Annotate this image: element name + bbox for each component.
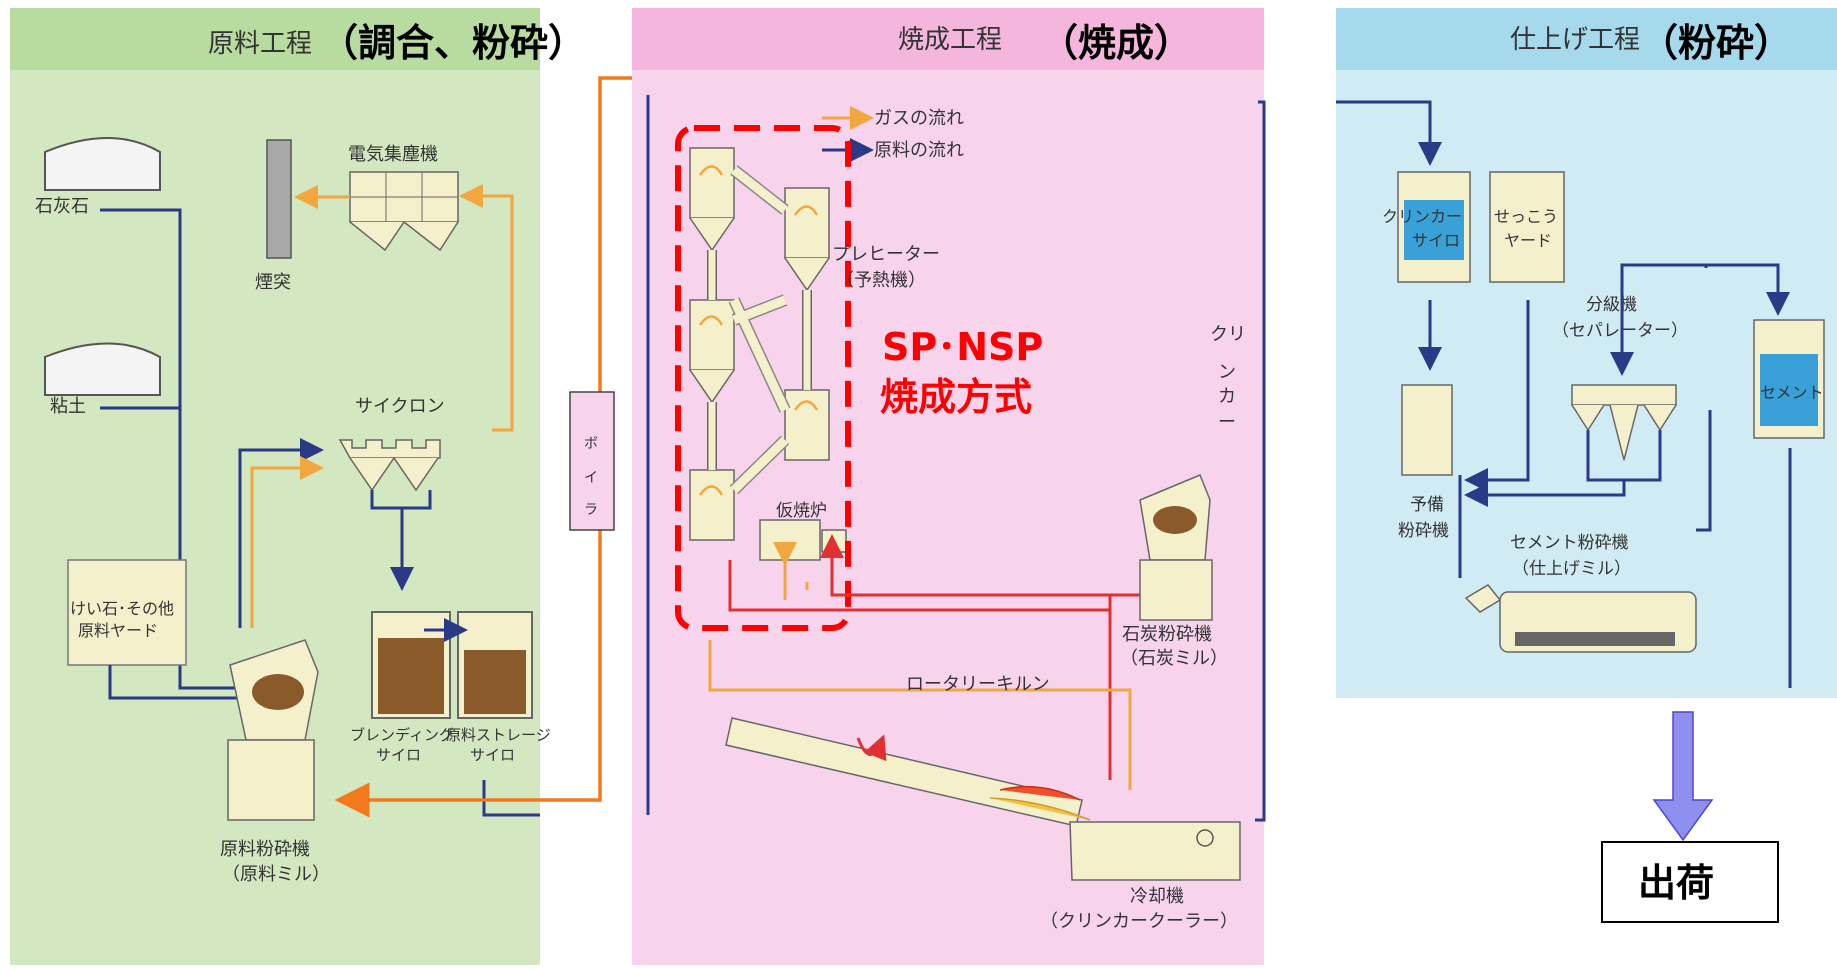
electrostatic-grid <box>350 172 458 222</box>
blending-silo-fill <box>378 638 444 714</box>
limestone-label: 石灰石 <box>35 196 89 217</box>
boiler-box <box>569 391 615 531</box>
raw-panel-title-note: （調合、粉砕） <box>320 21 586 65</box>
finishmill-label-line2: （仕上げミル） <box>1512 559 1631 579</box>
clinker-silo-label-line1: クリンカー <box>1382 207 1462 226</box>
limestone-flow <box>100 208 270 690</box>
separator-to-cement <box>1676 263 1790 316</box>
preheater-label-line2: （予熱機） <box>836 270 926 291</box>
raw-mill-label-line1: 原料粉砕機 <box>220 839 310 860</box>
premill-label-line2: 粉砕機 <box>1398 521 1449 541</box>
chimney-shape <box>266 139 292 259</box>
boiler-char-1: ボ <box>584 436 598 452</box>
shipping-box <box>1601 841 1779 923</box>
separator-top <box>1571 384 1677 406</box>
finish-panel-title: 仕上げ工程 <box>1510 25 1640 55</box>
rotary-kiln <box>725 717 1091 827</box>
finishmill-to-separator <box>1696 410 1712 532</box>
cooler-body <box>1069 821 1241 881</box>
clay-label: 粘土 <box>50 396 86 417</box>
finish-panel-header <box>1336 8 1837 70</box>
silica-flow <box>108 665 266 710</box>
kiln-rotation-arrow <box>856 734 887 762</box>
preheater-label-line1: プレヒーター <box>832 244 940 265</box>
raw-panel-header <box>10 8 540 70</box>
cyclone-label: サイクロン <box>355 396 445 417</box>
raw-mill-charge <box>252 674 304 710</box>
electrostatic-hoppers <box>349 220 459 252</box>
clinker-vert-3: カ <box>1218 386 1236 407</box>
kiln-label: ロータリーキルン <box>906 674 1050 695</box>
premill-label-line1: 予備 <box>1410 495 1444 515</box>
limestone-tank <box>44 137 161 191</box>
coal-to-calciner <box>820 534 1140 597</box>
clinker-vert-4: ー <box>1218 412 1236 433</box>
silica-yard-box <box>67 559 187 666</box>
separator-label-line2: （セパレーター） <box>1552 321 1688 341</box>
gypsum-label-line2: ヤード <box>1504 231 1552 250</box>
shipping-arrow-icon <box>1652 711 1714 842</box>
sp-nsp-label-line1: SP･NSP <box>882 325 1043 369</box>
silica-label-line1: けい石･その他 <box>70 599 174 618</box>
finish-mill <box>1464 584 1697 653</box>
raw-mill-label-line2: （原料ミル） <box>222 864 330 885</box>
cement-silo-fill <box>1760 354 1818 426</box>
cyclone-top <box>338 439 441 459</box>
blending-label-line1: ブレンディング <box>350 726 454 744</box>
cement-label: セメント <box>1760 383 1824 402</box>
gypsum-label-line1: せっこう <box>1494 207 1558 226</box>
boiler-char-3: ラ <box>584 502 598 518</box>
blending-label-line2: サイロ <box>376 746 421 764</box>
cooler-label-line1: 冷却機 <box>1130 886 1184 907</box>
sp-nsp-label-line2: 焼成方式 <box>880 375 1032 419</box>
coal-mill-base <box>1139 559 1213 621</box>
clinker-vert-2: ン <box>1218 362 1236 383</box>
gypsum-yard <box>1489 171 1565 283</box>
legend-raw-label: 原料の流れ <box>874 140 964 161</box>
cyclone-cones <box>349 456 439 492</box>
clinker-in-flow <box>1336 100 1442 166</box>
mill-to-cyclone-gas <box>250 456 324 628</box>
storage-label-line2: サイロ <box>470 746 515 764</box>
firing-panel-header <box>632 8 1264 70</box>
coal-red-line-2 <box>728 560 1110 612</box>
firing-panel-title: 焼成工程 <box>898 25 1002 55</box>
calciner-label: 仮焼炉 <box>776 501 827 521</box>
clinker-silo-fill <box>1404 200 1464 260</box>
coal-mill-label-line1: 石炭粉砕機 <box>1122 624 1212 645</box>
legend-gas-label: ガスの流れ <box>874 108 964 129</box>
electrostatic-label: 電気集塵機 <box>348 144 438 165</box>
gas-to-precipitator <box>459 184 514 432</box>
clay-tank <box>44 342 161 396</box>
boiler-char-2: イ <box>584 470 598 486</box>
separator-to-mill <box>1464 480 1626 507</box>
clinker-vert-1: クリ <box>1210 324 1246 345</box>
kiln-gas-loop <box>708 640 1132 790</box>
raw-mill-base <box>227 739 315 821</box>
clinker-silo-label-line2: サイロ <box>1412 231 1460 250</box>
shipping-label: 出荷 <box>1638 861 1714 905</box>
storage-label-line1: 原料ストレージ <box>446 726 551 744</box>
mill-to-cyclone-blue <box>238 438 324 628</box>
cooler-roller <box>1196 829 1214 847</box>
coal-mill-charge <box>1153 506 1197 534</box>
finishmill-label-line1: セメント粉砕機 <box>1510 533 1629 553</box>
gypsum-to-premill <box>1464 300 1530 492</box>
raw-panel-title: 原料工程 <box>208 29 312 59</box>
coal-mill-label-line2: （石炭ミル） <box>1120 648 1228 669</box>
sp-nsp-highlight-box <box>675 125 851 631</box>
clinker-line <box>1255 100 1266 822</box>
chimney-label: 煙突 <box>255 272 291 293</box>
firing-panel-title-note: （焼成） <box>1040 21 1192 65</box>
storage-outflow <box>482 780 540 817</box>
cooler-label-line2: （クリンカークーラー） <box>1040 911 1238 932</box>
silica-label-line2: 原料ヤード <box>78 621 158 640</box>
finish-panel-title-note: （粉砕） <box>1640 21 1792 65</box>
premill-shape <box>1401 384 1453 476</box>
separator-label-line1: 分級機 <box>1586 295 1637 315</box>
cyclone-to-silo <box>370 490 432 585</box>
storage-silo-fill <box>464 650 526 714</box>
